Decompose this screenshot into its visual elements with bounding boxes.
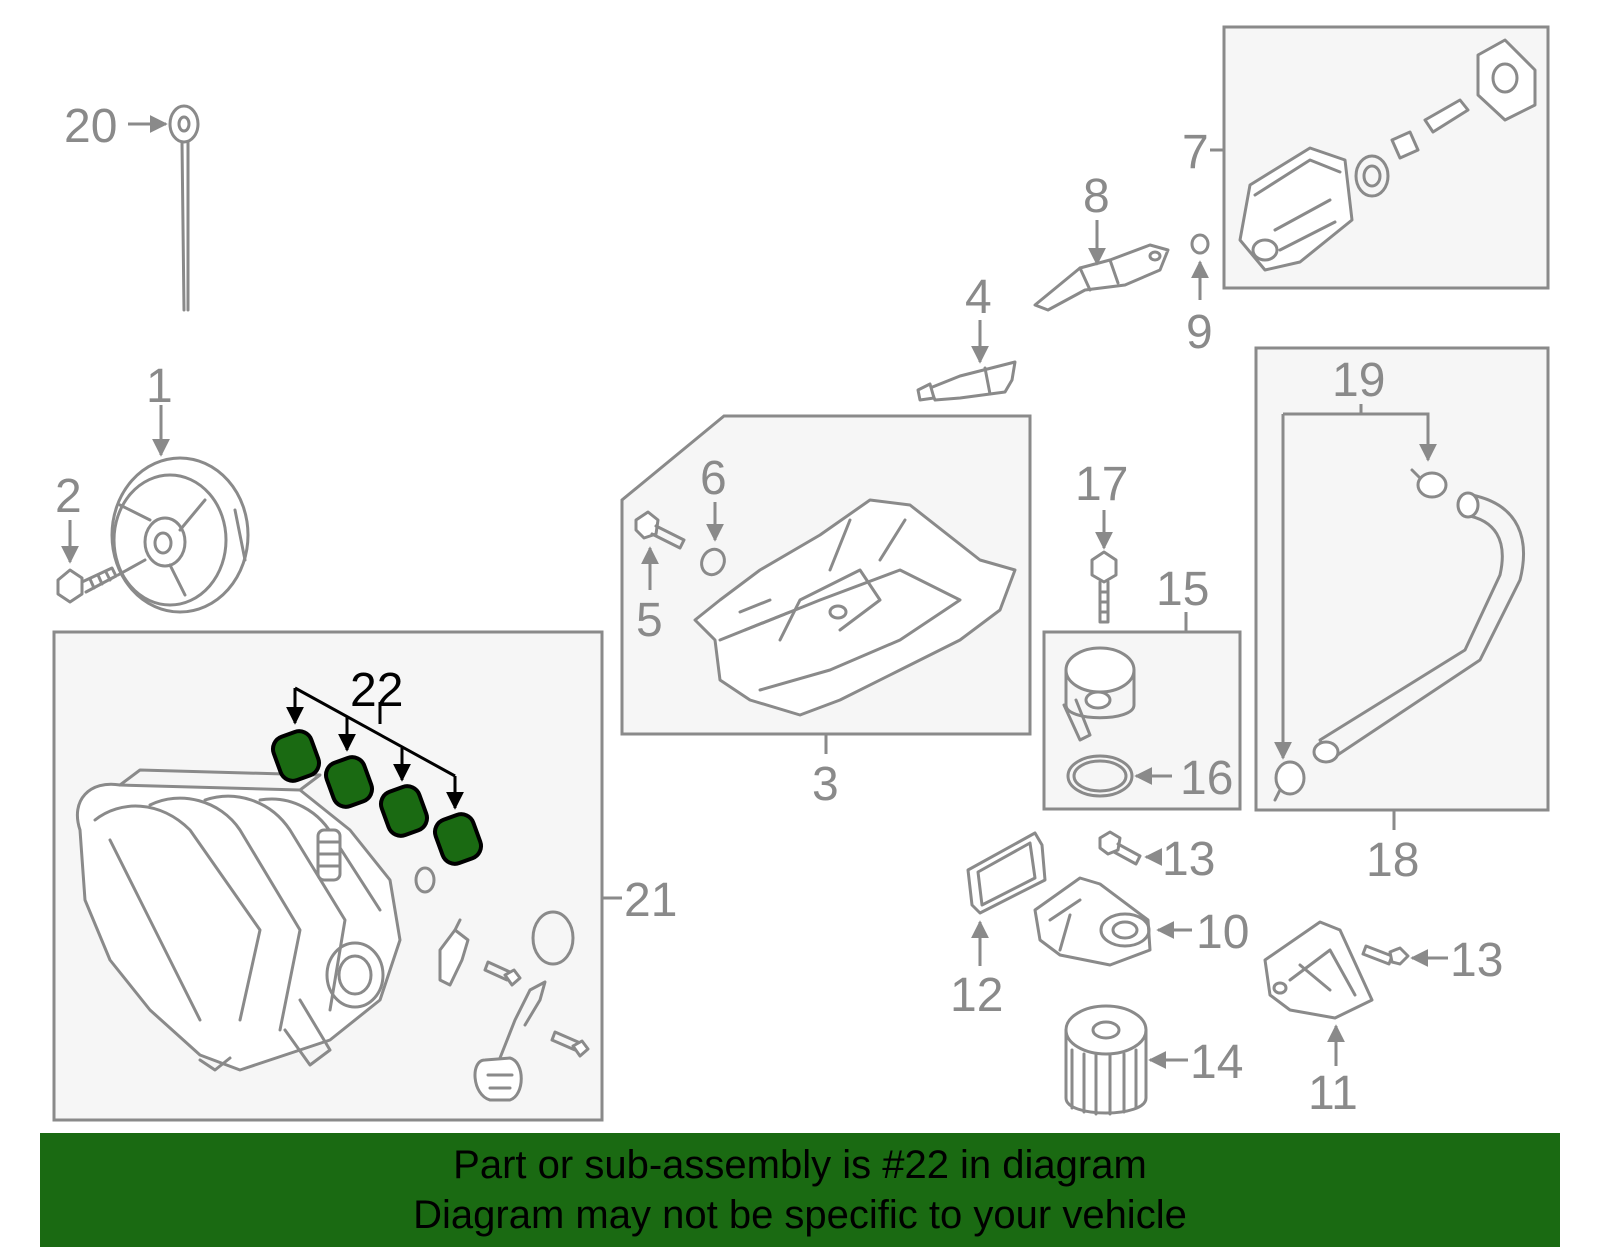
callout-2: 2 [55,470,82,523]
oil-pump-part[interactable] [1238,38,1537,272]
callout-15: 15 [1156,563,1209,616]
callout-14: 14 [1190,1036,1243,1089]
gasket-1[interactable] [269,728,322,785]
callout-21: 21 [624,874,677,927]
oil-cooler-part[interactable] [1062,646,1136,742]
callout-10: 10 [1196,906,1249,959]
filter-adapter-gasket-part[interactable] [966,831,1047,915]
gasket-4[interactable] [431,811,484,868]
banner-line-part-number: Part or sub-assembly is #22 in diagram [453,1143,1147,1187]
pulley-bolt-part[interactable] [56,566,118,604]
vacuum-actuator-part[interactable] [473,980,547,1102]
dipstick-part[interactable] [168,104,200,312]
callout-6: 6 [700,452,727,505]
pcv-valve-part[interactable] [316,828,342,882]
oil-cooler-bolt-part[interactable] [1090,550,1118,624]
callout-5: 5 [636,594,663,647]
baffle-plate-part[interactable] [1033,243,1170,312]
o-ring-part[interactable] [1190,233,1210,255]
gasket-2[interactable] [322,754,375,811]
oil-filter-adapter-part[interactable] [1033,876,1152,967]
oil-filter-part[interactable] [1064,1004,1148,1116]
callout-1: 1 [146,360,173,413]
callout-12: 12 [950,969,1003,1022]
gasket-3[interactable] [377,783,430,840]
callout-4: 4 [965,271,992,324]
callout-13b: 13 [1450,934,1503,987]
banner-line-disclaimer: Diagram may not be specific to your vehi… [413,1193,1187,1237]
crankshaft-pulley-part[interactable] [110,456,250,614]
callout-18: 18 [1366,834,1419,887]
intake-gaskets-part-22[interactable] [269,728,484,868]
callout-11: 11 [1308,1067,1358,1120]
sensor-part[interactable] [438,918,470,987]
oil-cooler-seal-part[interactable] [1066,754,1134,798]
callout-22: 22 [350,664,403,717]
adapter-bolt-b-part[interactable] [1361,944,1410,966]
o-ring-small-part[interactable] [414,866,436,894]
callout-16: 16 [1180,752,1233,805]
adapter-bolt-a-part[interactable] [1098,830,1142,866]
callout-13a: 13 [1162,833,1215,886]
callout-8: 8 [1083,170,1110,223]
sealant-tube-part[interactable] [916,360,1017,402]
manifold-bolt-b-part[interactable] [550,1030,590,1058]
hose-clamp-upper-part[interactable] [1410,468,1448,499]
drain-plug-washer-part[interactable] [698,546,729,579]
hose-box [1254,346,1550,812]
mount-bracket-part[interactable] [1263,920,1374,1020]
callout-17: 17 [1075,458,1128,511]
callout-7: 7 [1182,126,1209,179]
callout-9: 9 [1186,306,1213,359]
hose-clamp-lower-part[interactable] [1273,760,1306,802]
info-banner: Part or sub-assembly is #22 in diagram D… [40,1133,1560,1247]
o-ring-large-part[interactable] [531,910,575,966]
oil-pan-bolt-part[interactable] [634,510,686,550]
callout-19: 19 [1332,354,1385,407]
callout-3: 3 [812,758,839,811]
manifold-bolt-a-part[interactable] [483,960,522,987]
oil-hose-part[interactable] [1312,491,1525,764]
oil-pan-part[interactable] [693,498,1017,717]
callout-20: 20 [64,100,117,153]
